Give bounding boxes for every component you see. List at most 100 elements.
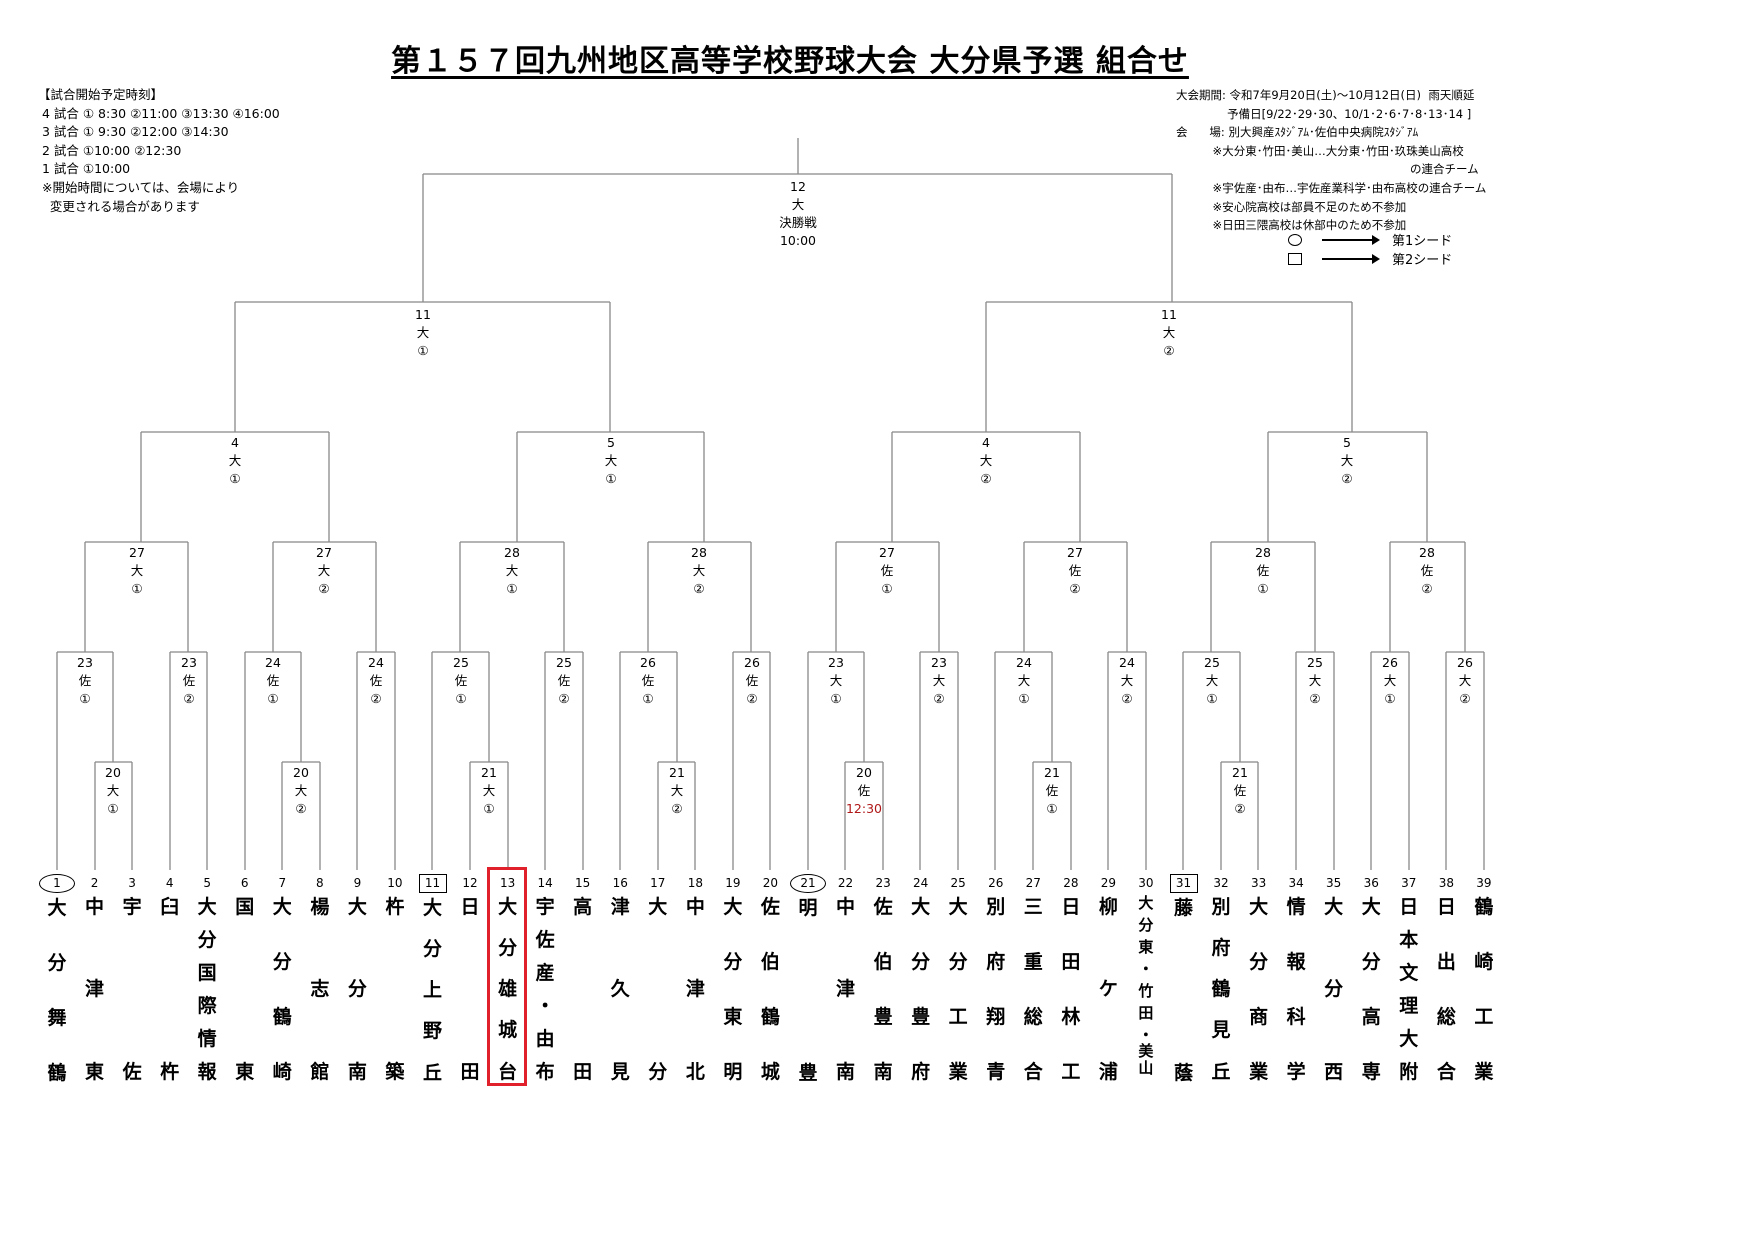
game-label-line: ② (370, 691, 382, 706)
game-label-line: ② (746, 691, 758, 706)
game-label-line: 佐 (857, 783, 871, 798)
team-name-char: 築 (385, 1061, 405, 1083)
game-label-line: 21 (481, 765, 497, 780)
team-name-char: 文 (1399, 962, 1419, 984)
game-label-line: 27 (316, 545, 332, 560)
team-name-char: 鶴 (760, 1006, 780, 1028)
game-label-line: ① (79, 691, 91, 706)
team-name-char: 三 (1023, 896, 1043, 918)
team-name: 大分商業 (1241, 892, 1277, 1083)
draw-number: 35 (1326, 876, 1342, 890)
game-label-line: 大 (1340, 453, 1354, 468)
team-name-char: 中 (85, 896, 105, 918)
game-label-line: 4 (982, 435, 990, 450)
team-name-char: 東 (723, 1006, 743, 1028)
game-label-line: ① (1018, 691, 1030, 706)
team-name-char: 由 (535, 1028, 555, 1050)
team-name-char: 大 (648, 896, 668, 918)
team-name: 臼杵 (152, 892, 188, 1083)
team-name-char: 際 (197, 995, 217, 1017)
draw-number: 25 (950, 876, 966, 890)
draw-number: 29 (1100, 876, 1117, 890)
game-label-line: 佐 (266, 673, 280, 688)
game-label-line: 佐 (557, 673, 571, 688)
game-label-line: 大 (1205, 673, 1219, 688)
team-name-char: 北 (685, 1061, 705, 1083)
team-name: 大分東明 (715, 892, 751, 1083)
game-label-line: 20 (293, 765, 309, 780)
team-entry: 33 大分商業 (1241, 872, 1277, 1083)
team-name-char: 台 (498, 1061, 518, 1083)
team-name-char: 大 (1249, 896, 1269, 918)
page-title: 第１５７回九州地区高等学校野球大会 大分県予選 組合せ (391, 44, 1189, 79)
team-name: 楊志館 (302, 892, 338, 1083)
game-label-line: 11 (415, 307, 431, 322)
team-name: 明豊 (790, 893, 826, 1084)
team-name-char: 南 (347, 1061, 367, 1083)
team-name-char: ・ (1138, 1026, 1154, 1044)
team-name-char: 分 (948, 951, 968, 973)
team-name-char: 鶴 (1211, 978, 1231, 1000)
team-name-char: 国 (197, 962, 217, 984)
team-name-char: 佐 (122, 1061, 142, 1083)
game-label-line: 佐 (641, 673, 655, 688)
draw-number: 14 (537, 876, 553, 890)
game-label-line: 大 (1017, 673, 1031, 688)
team-name-char: 林 (1061, 1006, 1081, 1028)
team-name-char: 佐 (535, 929, 555, 951)
team-name-char: 分 (723, 951, 743, 973)
team-name-char: 田 (1061, 951, 1081, 973)
game-label-line: ① (229, 471, 241, 486)
draw-number: 15 (575, 876, 591, 890)
seed-number-badge: 21 (790, 874, 826, 893)
draw-number: 32 (1213, 876, 1229, 890)
game-label-line: ② (933, 691, 945, 706)
game-label-line: 25 (556, 655, 572, 670)
team-name-char: 田 (1138, 1004, 1154, 1022)
team-name-char: 鶴 (47, 1062, 67, 1084)
draw-number: 23 (875, 876, 891, 890)
team-name: 大分東・竹田・美山 (1128, 892, 1164, 1077)
draw-number: 13 (499, 876, 516, 890)
game-label-line: 27 (129, 545, 145, 560)
team-name-char: 志 (310, 978, 330, 1000)
draw-number: 24 (913, 876, 929, 890)
schedule-line: 1 試合 ①10:00 (38, 161, 131, 177)
game-label-line: 26 (1382, 655, 1398, 670)
team-name-char: 理 (1399, 995, 1419, 1017)
team-name: 別府翔青 (978, 892, 1014, 1083)
team-name-char: 合 (1023, 1061, 1043, 1083)
draw-number: 34 (1288, 876, 1304, 890)
team-name: 佐伯豊南 (865, 892, 901, 1083)
game-label-line: 大 (791, 197, 805, 212)
team-name-char: 総 (1023, 1006, 1043, 1028)
team-name-char: 情 (1286, 896, 1306, 918)
team-name-char: 報 (1286, 951, 1306, 973)
team-name-char: 鶴 (272, 1006, 292, 1028)
draw-number: 38 (1438, 876, 1454, 890)
game-label-line: ② (318, 581, 330, 596)
draw-number: 4 (165, 876, 174, 890)
team-name: 大分南 (339, 892, 375, 1083)
team-name-char: ・ (1138, 960, 1154, 978)
game-label-line: 26 (1457, 655, 1473, 670)
game-label-line: 大 (482, 783, 496, 798)
draw-number: 33 (1250, 876, 1267, 890)
